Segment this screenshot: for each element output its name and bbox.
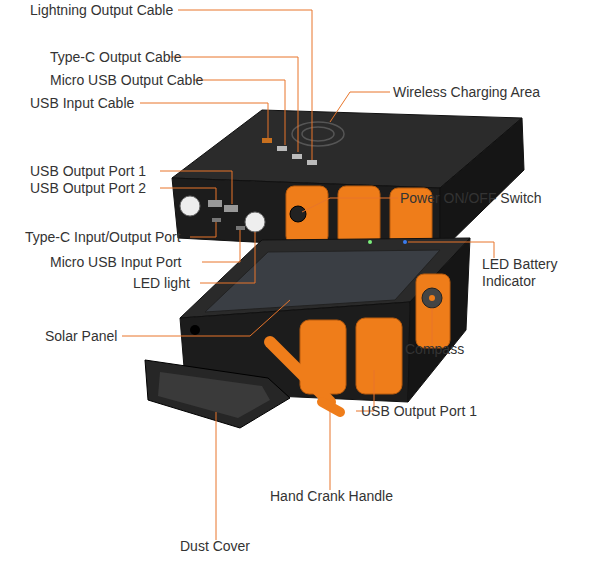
part-label: Micro USB Output Cable xyxy=(50,72,203,89)
orange-grip xyxy=(356,318,402,394)
cable-slot xyxy=(307,160,317,165)
power-switch xyxy=(290,206,306,222)
device-side-face xyxy=(408,238,470,402)
part-label: Lightning Output Cable xyxy=(30,2,173,19)
compass-needle xyxy=(429,295,435,301)
part-label: USB Input Cable xyxy=(30,95,134,112)
part-label: USB Output Port 1 xyxy=(361,403,477,420)
device-side-face xyxy=(440,118,524,252)
leader-line xyxy=(330,410,331,490)
lanyard-hole xyxy=(190,325,200,335)
part-label: Compass xyxy=(405,341,464,358)
leader-line xyxy=(140,103,268,138)
part-label: Power ON/OFF Switch xyxy=(400,190,542,207)
part-label: LED Battery Indicator xyxy=(482,256,574,290)
power-bank-top xyxy=(172,110,524,252)
wireless-coil xyxy=(292,122,344,146)
type-c-port xyxy=(212,218,221,222)
part-label: Dust Cover xyxy=(180,538,250,555)
leader-line xyxy=(432,308,433,344)
part-label: Type-C Input/Output Port xyxy=(25,229,181,246)
battery-indicator-led xyxy=(403,240,407,244)
leader-line xyxy=(408,242,494,258)
cable-slot xyxy=(277,146,287,151)
leader-line xyxy=(190,222,216,237)
compass xyxy=(422,288,442,308)
orange-grip xyxy=(286,186,328,244)
dust-cover-inner xyxy=(158,372,270,418)
leader-line xyxy=(122,300,290,336)
leader-line xyxy=(160,171,232,204)
cable-slot xyxy=(262,138,272,143)
dust-cover xyxy=(145,360,290,428)
leader-line xyxy=(216,412,217,540)
part-label: Type-C Output Cable xyxy=(50,49,182,66)
led-light xyxy=(180,196,200,216)
usb-port xyxy=(224,205,238,212)
part-label: USB Output Port 2 xyxy=(30,180,146,197)
led-light xyxy=(245,212,265,232)
part-label: Solar Panel xyxy=(45,328,117,345)
leader-line xyxy=(302,198,398,212)
wireless-coil xyxy=(302,127,334,141)
hand-crank-knob xyxy=(322,402,340,412)
part-label: Micro USB Input Port xyxy=(50,254,182,271)
orange-grip xyxy=(338,186,380,246)
leader-line xyxy=(193,80,285,145)
orange-grip xyxy=(416,274,450,348)
leader-line xyxy=(200,232,255,283)
cable-slot xyxy=(292,154,302,159)
part-label: USB Output Port 1 xyxy=(30,163,146,180)
part-label: Hand Crank Handle xyxy=(270,488,393,505)
leader-line xyxy=(202,230,240,262)
part-label: LED light xyxy=(133,275,190,292)
usb-port xyxy=(208,200,222,207)
dust-cover-shape xyxy=(145,360,290,428)
part-label: Wireless Charging Area xyxy=(393,84,540,101)
leader-line xyxy=(330,92,390,122)
micro-usb-port xyxy=(236,226,245,230)
leader-line xyxy=(168,57,298,152)
battery-indicator-led xyxy=(368,240,372,244)
leader-line xyxy=(160,188,216,200)
